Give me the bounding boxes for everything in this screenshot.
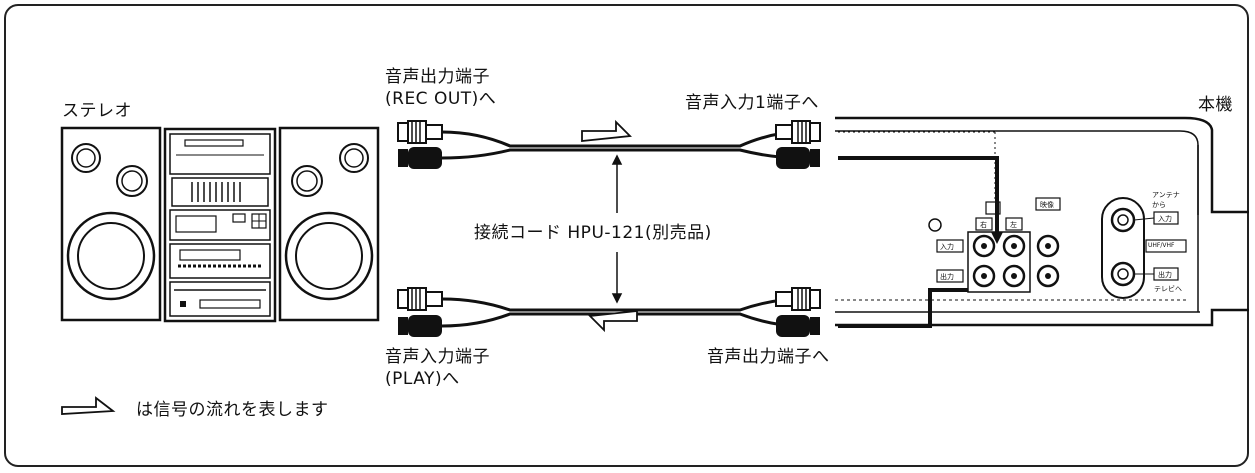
cord-label: 接続コード HPU-121(別売品) <box>470 222 716 244</box>
cord-double-arrow-icon <box>611 154 623 304</box>
stereo-label: ステレオ <box>62 101 132 121</box>
lower-cable <box>397 287 821 337</box>
panel-to-tv-label: テレビへ <box>1154 285 1182 293</box>
legend-arrow-icon <box>61 396 116 415</box>
panel-video-label: 映像 <box>1040 201 1054 209</box>
legend-label: は信号の流れを表します <box>136 400 329 420</box>
main-unit <box>835 116 1249 327</box>
panel-antenna-label: アンテナ から <box>1152 191 1180 209</box>
left-speaker <box>60 126 162 322</box>
audio-in-terminal-label: 音声入力端子 <box>385 347 490 367</box>
panel-in-label: 入力 <box>940 243 954 251</box>
panel-out-label: 出力 <box>940 273 954 281</box>
right-speaker <box>278 126 380 322</box>
flow-arrow-left-icon <box>588 309 638 333</box>
upper-cable <box>397 120 821 169</box>
panel-right-label: 右 <box>980 221 987 229</box>
panel-left-label: 左 <box>1010 221 1017 229</box>
play-label: (PLAY)へ <box>385 369 460 389</box>
panel-ant-out-label: 出力 <box>1158 271 1172 279</box>
main-unit-label: 本機 <box>1198 95 1233 115</box>
panel-uhf-vhf-label: UHF/VHF <box>1148 242 1175 249</box>
stereo-rack <box>163 127 277 323</box>
audio-in1-to-label: 音声入力1端子へ <box>685 93 819 113</box>
audio-out-terminal-label: 音声出力端子 <box>385 67 490 87</box>
diagram-frame <box>4 4 1249 467</box>
signal-route-lines <box>838 156 999 328</box>
rec-out-label: (REC OUT)へ <box>385 89 497 109</box>
audio-out-to-label: 音声出力端子へ <box>707 347 830 367</box>
flow-arrow-right-icon <box>581 119 632 142</box>
panel-ant-in-label: 入力 <box>1158 215 1172 223</box>
